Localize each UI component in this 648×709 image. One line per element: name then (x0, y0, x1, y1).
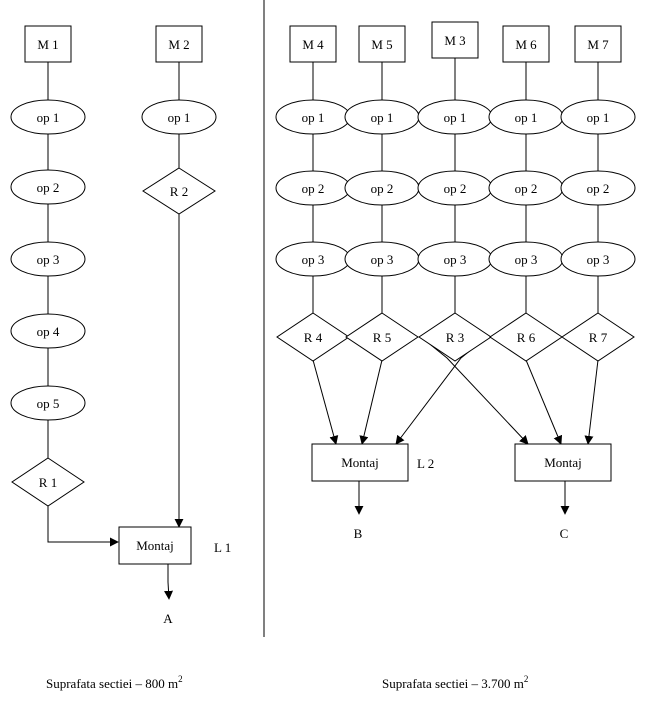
operation-label: op 1 (371, 110, 394, 125)
operation-label: op 1 (168, 110, 191, 125)
machine-label: M 5 (371, 37, 392, 52)
operation-label: op 3 (371, 252, 394, 267)
operation-node: op 4 (10, 313, 86, 349)
operation-label: op 1 (515, 110, 538, 125)
operation-node: op 1 (560, 99, 636, 135)
operation-node: op 1 (344, 99, 420, 135)
machine-label: M 1 (37, 37, 58, 52)
decision-node-r7: R 7 (561, 312, 635, 362)
operation-label: op 3 (302, 252, 325, 267)
decision-node-r6: R 6 (489, 312, 563, 362)
right-section: M 4 M 5 M 3 M 6 M 7 op 1 op 1 op 1 op 1 … (275, 21, 636, 691)
operation-node: op 3 (560, 241, 636, 277)
operation-label: op 2 (371, 181, 394, 196)
operation-node: op 1 (417, 99, 493, 135)
decision-label: R 5 (373, 330, 391, 345)
operation-label: op 3 (515, 252, 538, 267)
decision-node-r3: R 3 (418, 312, 492, 362)
operation-label: op 1 (302, 110, 325, 125)
area-label-left: Suprafata sectiei – 800 m2 (46, 674, 183, 691)
operation-label: op 1 (37, 110, 60, 125)
decision-node-r4: R 4 (276, 312, 350, 362)
machine-label: M 4 (302, 37, 324, 52)
operation-label: op 3 (37, 252, 60, 267)
connector-r6-montaj-c (525, 359, 563, 445)
output-label-a: A (163, 611, 173, 626)
machine-box-m2: M 2 (155, 25, 203, 63)
operation-node: op 1 (10, 99, 86, 135)
decision-node-r2: R 2 (142, 167, 216, 215)
operation-node: op 2 (417, 170, 493, 206)
assembly-label: Montaj (136, 538, 174, 553)
operation-label: op 5 (37, 396, 60, 411)
connector-r5-montaj (359, 359, 383, 445)
assembly-box-l2: Montaj (311, 443, 409, 482)
decision-node-r5: R 5 (345, 312, 419, 362)
machine-label: M 3 (444, 33, 465, 48)
assembly-box-c: Montaj (514, 443, 612, 482)
decision-node-r1: R 1 (11, 457, 85, 507)
connector-montaj-a (164, 564, 174, 600)
area-label-right: Suprafata sectiei – 3.700 m2 (382, 674, 528, 691)
output-label-b: B (354, 526, 363, 541)
machine-label: M 2 (168, 37, 189, 52)
operation-label: op 3 (587, 252, 610, 267)
operation-node: op 2 (275, 170, 351, 206)
operation-node: op 2 (344, 170, 420, 206)
operation-label: op 1 (444, 110, 467, 125)
operation-label: op 2 (587, 181, 610, 196)
assembly-label: Montaj (544, 455, 582, 470)
output-label-c: C (560, 526, 569, 541)
operation-label: op 2 (515, 181, 538, 196)
decision-label: R 6 (517, 330, 536, 345)
operation-node: op 3 (344, 241, 420, 277)
operation-node: op 3 (417, 241, 493, 277)
assembly-label: Montaj (341, 455, 379, 470)
decision-label: R 4 (304, 330, 323, 345)
machine-label: M 7 (587, 37, 609, 52)
operation-node: op 2 (488, 170, 564, 206)
operation-label: op 2 (37, 180, 60, 195)
column-connectors (312, 58, 599, 313)
operation-label: op 3 (444, 252, 467, 267)
decision-label: R 2 (170, 184, 188, 199)
operation-node: op 1 (141, 99, 217, 135)
machine-box-m1: M 1 (24, 25, 72, 63)
decision-label: R 7 (589, 330, 608, 345)
machine-box-m4: M 4 (289, 25, 337, 63)
machine-box-m7: M 7 (574, 25, 622, 63)
assembly-box: Montaj (118, 526, 192, 565)
connector-r4-montaj (312, 359, 339, 445)
operation-node: op 1 (488, 99, 564, 135)
operation-label: op 2 (444, 181, 467, 196)
operation-node: op 5 (10, 385, 86, 421)
operation-label: op 4 (37, 324, 60, 339)
line-label-l2: L 2 (417, 456, 434, 471)
left-section: M 1 M 2 op 1 op 2 op 3 op 4 op 5 (10, 25, 231, 691)
machine-box-m5: M 5 (358, 25, 406, 63)
operation-label: op 1 (587, 110, 610, 125)
operation-node: op 1 (275, 99, 351, 135)
operation-node: op 3 (10, 241, 86, 277)
operation-label: op 2 (302, 181, 325, 196)
line-label-l1: L 1 (214, 540, 231, 555)
connector-r1-montaj (47, 506, 119, 547)
operation-node: op 2 (560, 170, 636, 206)
machine-box-m6: M 6 (502, 25, 550, 63)
connector-r7-montaj-c (584, 359, 599, 445)
machine-box-m3: M 3 (431, 21, 479, 59)
machine-label: M 6 (515, 37, 537, 52)
operation-node: op 2 (10, 169, 86, 205)
operation-node: op 3 (488, 241, 564, 277)
decision-label: R 1 (39, 475, 57, 490)
decision-label: R 3 (446, 330, 464, 345)
operation-node: op 3 (275, 241, 351, 277)
